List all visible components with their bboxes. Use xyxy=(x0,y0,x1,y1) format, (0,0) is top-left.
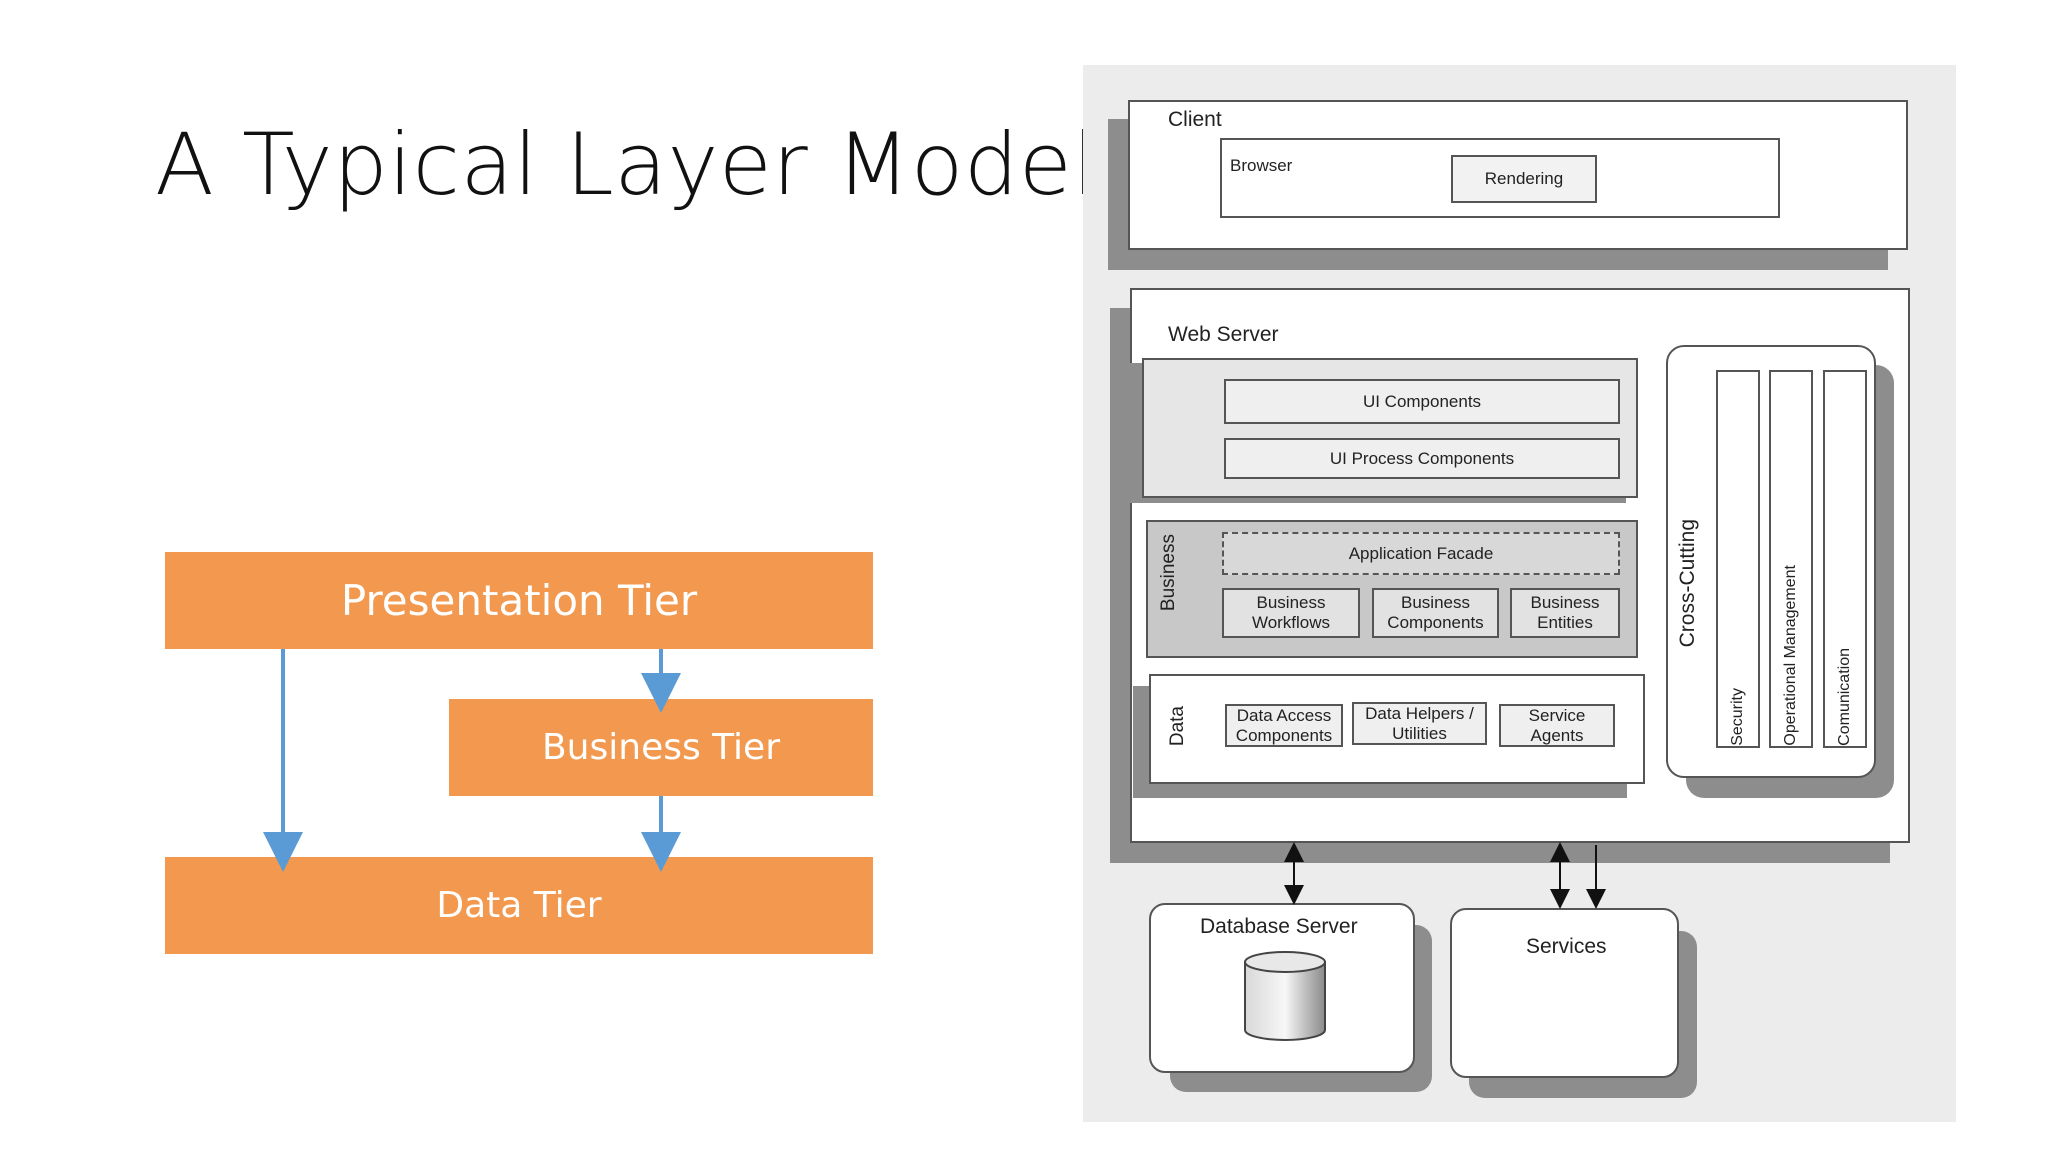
web-server-box: Web Server UI Components UI Process Comp… xyxy=(1130,288,1910,843)
ui-process-components-label: UI Process Components xyxy=(1329,448,1515,468)
ui-process-components-box: UI Process Components xyxy=(1224,438,1620,479)
data-access-line1: Data Access xyxy=(1236,705,1332,725)
services-box: Services xyxy=(1450,908,1679,1078)
services-label: Services xyxy=(1526,935,1607,958)
presentation-tier-box: Presentation Tier xyxy=(165,552,873,649)
presentation-block: UI Components UI Process Components xyxy=(1142,358,1638,498)
data-helpers-line2: Utilities xyxy=(1392,723,1447,743)
data-tier-box: Data Tier xyxy=(165,857,873,954)
application-facade-box: Application Facade xyxy=(1222,532,1620,575)
browser-label: Browser xyxy=(1230,156,1293,175)
database-server-box: Database Server xyxy=(1149,903,1415,1073)
business-tier-box: Business Tier xyxy=(449,699,873,796)
presentation-tier-label: Presentation Tier xyxy=(340,576,698,625)
business-tier-label: Business Tier xyxy=(541,727,781,768)
architecture-diagram: Client Browser Rendering Web Server UI C… xyxy=(1083,65,1956,1122)
database-cylinder-icon xyxy=(1244,951,1326,1041)
rendering-label: Rendering xyxy=(1484,169,1564,189)
business-components-line1: Business xyxy=(1401,593,1470,613)
server-connector-arrows xyxy=(1284,842,1606,909)
service-agents-line2: Agents xyxy=(1530,725,1584,745)
ui-components-box: UI Components xyxy=(1224,379,1620,424)
communication-column: Comunication xyxy=(1823,370,1867,748)
browser-box: Browser Rendering xyxy=(1220,138,1780,218)
business-entities-line1: Business xyxy=(1530,593,1600,613)
business-workflows-line2: Workflows xyxy=(1251,613,1331,632)
slide-title: A Typical Layer Model xyxy=(155,115,1097,215)
service-agents-line1: Service xyxy=(1528,705,1586,725)
client-label: Client xyxy=(1168,108,1222,131)
rendering-box: Rendering xyxy=(1451,155,1597,203)
web-server-label: Web Server xyxy=(1168,323,1279,346)
security-column: Security xyxy=(1716,370,1760,748)
business-components-line2: Components xyxy=(1387,613,1484,632)
cross-cutting-box: Cross-Cutting Security Operational Manag… xyxy=(1666,345,1876,778)
business-workflows-line1: Business xyxy=(1256,593,1326,613)
application-facade-label: Application Facade xyxy=(1348,543,1494,563)
ui-components-label: UI Components xyxy=(1362,391,1482,411)
data-access-line2: Components xyxy=(1235,725,1333,745)
data-helpers-line1: Data Helpers / xyxy=(1365,703,1474,723)
operational-management-column: Operational Management xyxy=(1769,370,1813,748)
database-server-label: Database Server xyxy=(1200,915,1358,938)
client-box: Client Browser Rendering xyxy=(1128,100,1908,250)
data-tier-label: Data Tier xyxy=(436,885,602,926)
data-helpers-utilities-box: Data Helpers /Utilities xyxy=(1352,702,1487,745)
business-entities-line2: Entities xyxy=(1537,613,1593,632)
